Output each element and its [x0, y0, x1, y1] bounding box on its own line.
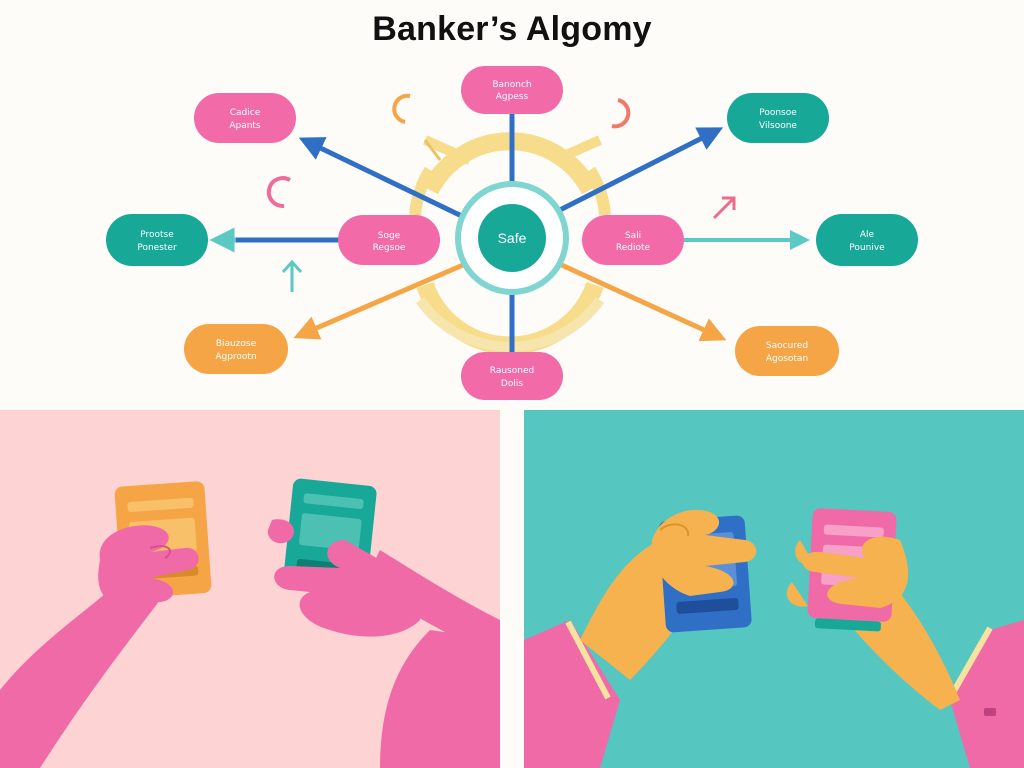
svg-text:Agprootn: Agprootn	[215, 352, 256, 362]
connector-up-left	[298, 137, 472, 223]
svg-text:Poonsoe: Poonsoe	[759, 108, 797, 118]
hub-label: Safe	[498, 230, 527, 246]
decorations	[266, 93, 736, 292]
node-bottom-left: Biauzose Agprootn	[184, 324, 288, 374]
cycle-icon	[266, 176, 292, 209]
connector-up-right	[548, 127, 724, 218]
node-bottom: Rausoned Dolis	[461, 352, 563, 400]
page-title: Banker’s Algomy	[372, 10, 652, 48]
svg-text:Banonch: Banonch	[492, 80, 531, 90]
arrow-up-right-icon	[712, 196, 736, 220]
button-icon	[984, 708, 996, 716]
svg-text:Rediote: Rediote	[616, 243, 651, 253]
svg-text:Dolis: Dolis	[501, 379, 523, 389]
hand-icon	[0, 560, 160, 768]
sleeve-icon	[524, 620, 620, 768]
node-far-right: Ale Pounive	[816, 214, 918, 266]
svg-text:Biauzose: Biauzose	[216, 339, 257, 349]
svg-text:Pounive: Pounive	[849, 243, 885, 253]
node-top-left: Cadice Apants	[194, 93, 296, 143]
connector-down-left	[293, 259, 471, 340]
svg-text:Sali: Sali	[625, 231, 641, 241]
node-top: Banonch Agpess	[461, 66, 563, 114]
svg-text:Rausoned: Rausoned	[490, 366, 534, 376]
svg-text:Prootse: Prootse	[140, 230, 174, 240]
svg-text:Regsoe: Regsoe	[373, 243, 406, 253]
node-inner-right: Sali Rediote	[582, 215, 684, 265]
arrow-up-icon	[281, 259, 303, 292]
svg-text:Cadice: Cadice	[230, 108, 261, 118]
svg-text:Soge: Soge	[378, 231, 401, 241]
cycle-icon	[611, 98, 631, 129]
node-inner-left: Soge Regsoe	[338, 215, 440, 265]
sleeve-icon	[950, 620, 1024, 768]
cycle-icon	[392, 93, 411, 124]
svg-text:Ponester: Ponester	[137, 243, 177, 253]
sparkle-icon	[423, 139, 442, 161]
svg-text:Saocured: Saocured	[766, 341, 808, 351]
svg-text:Apants: Apants	[229, 121, 261, 131]
connector-down-right	[553, 259, 727, 342]
svg-text:Agosotan: Agosotan	[766, 354, 808, 364]
svg-text:Agpess: Agpess	[496, 92, 529, 102]
svg-text:Vilsoone: Vilsoone	[759, 121, 797, 131]
svg-text:Ale: Ale	[860, 230, 875, 240]
node-top-right: Poonsoe Vilsoone	[727, 93, 829, 143]
node-far-left: Prootse Ponester	[106, 214, 208, 266]
illustration-right-panel	[524, 410, 1024, 768]
node-bottom-right: Saocured Agosotan	[735, 326, 839, 376]
diagram-nodes: Banonch Agpess Cadice Apants Poonsoe Vil…	[106, 66, 918, 400]
hub-node: Safe	[455, 181, 569, 295]
illustration-left-panel	[0, 410, 500, 768]
